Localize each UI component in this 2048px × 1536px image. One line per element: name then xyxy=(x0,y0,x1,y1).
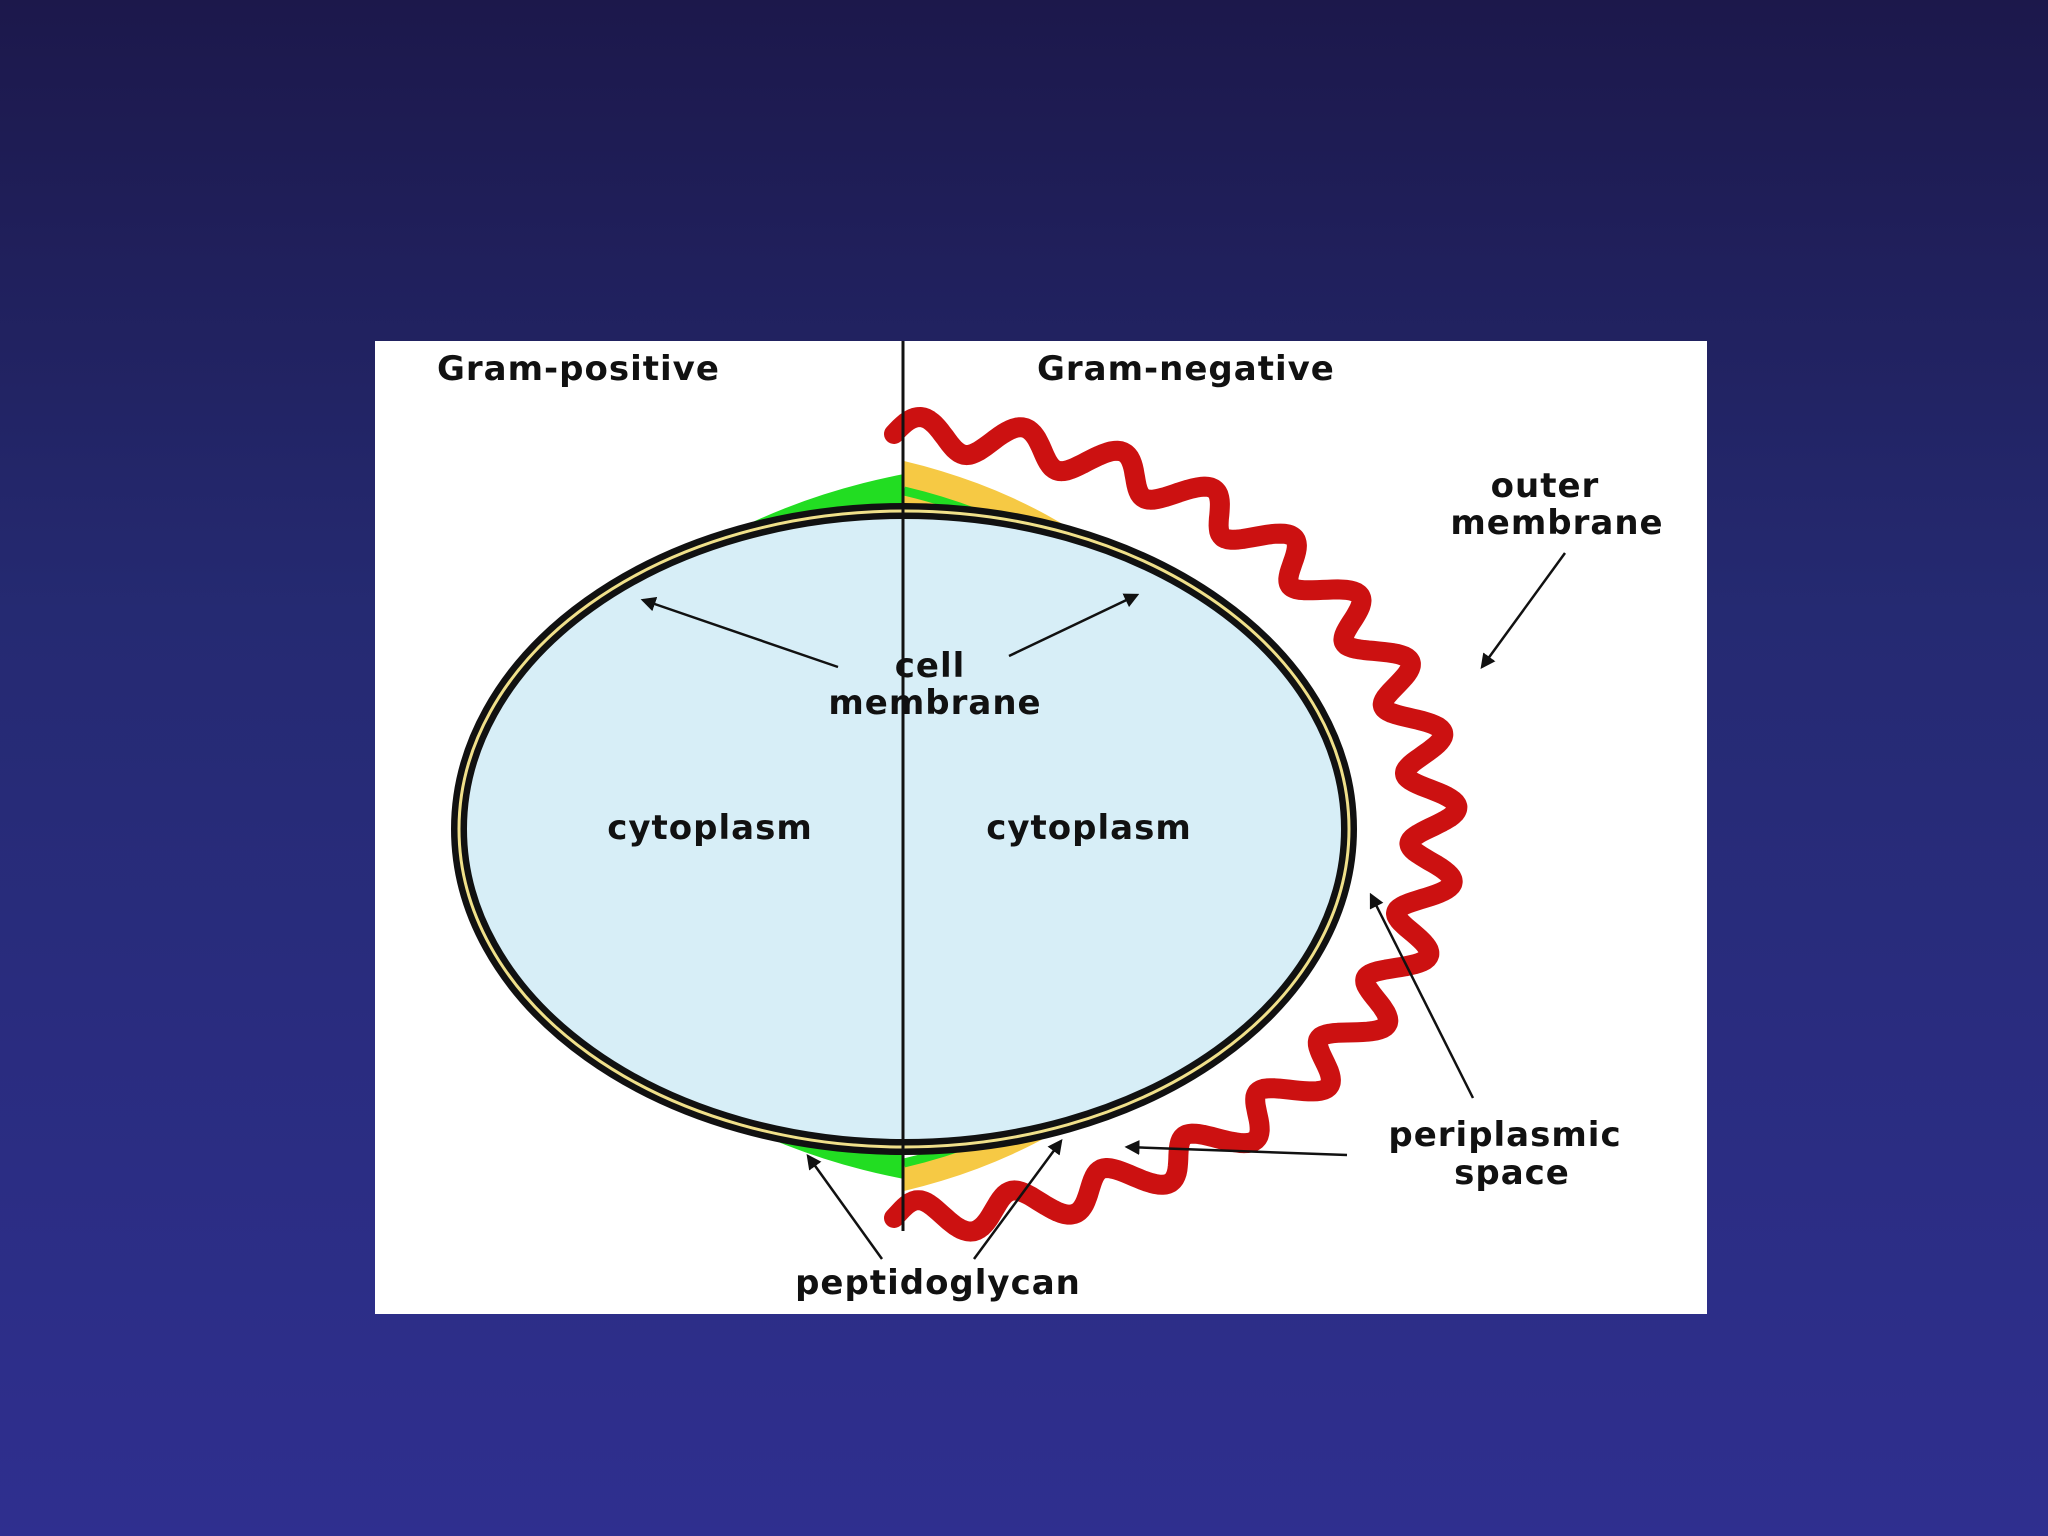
label-cell-membrane-line1: cell xyxy=(895,646,966,686)
label-outer-membrane-line2: membrane xyxy=(1450,503,1663,543)
label-cell-membrane-line2: membrane xyxy=(828,683,1041,723)
arrow-cell-membrane-left xyxy=(640,596,839,669)
diagram-canvas: Gram-positive Gram-negative outer membra… xyxy=(437,341,1663,1303)
arrow-peptidoglycan-left xyxy=(806,1153,884,1260)
arrow-outer-membrane xyxy=(1480,552,1567,670)
arrow-periplasmic-upper xyxy=(1369,892,1475,1099)
heading-gram-negative: Gram-negative xyxy=(1037,349,1335,389)
label-outer-membrane-line1: outer xyxy=(1491,466,1600,506)
arrow-peptidoglycan-right xyxy=(972,1138,1063,1260)
label-peptidoglycan: peptidoglycan xyxy=(795,1263,1081,1303)
arrow-cell-membrane-right xyxy=(1008,593,1140,658)
label-periplasmic-space-line1: periplasmic xyxy=(1388,1115,1621,1155)
gram-stain-diagram: Gram-positive Gram-negative outer membra… xyxy=(375,341,1707,1314)
label-periplasmic-space-line2: space xyxy=(1454,1153,1570,1193)
label-cytoplasm-left: cytoplasm xyxy=(607,808,813,848)
heading-gram-positive: Gram-positive xyxy=(437,349,720,389)
outer-membrane xyxy=(884,407,1468,1242)
label-cytoplasm-right: cytoplasm xyxy=(986,808,1192,848)
arrow-periplasmic-lower xyxy=(1124,1139,1348,1157)
